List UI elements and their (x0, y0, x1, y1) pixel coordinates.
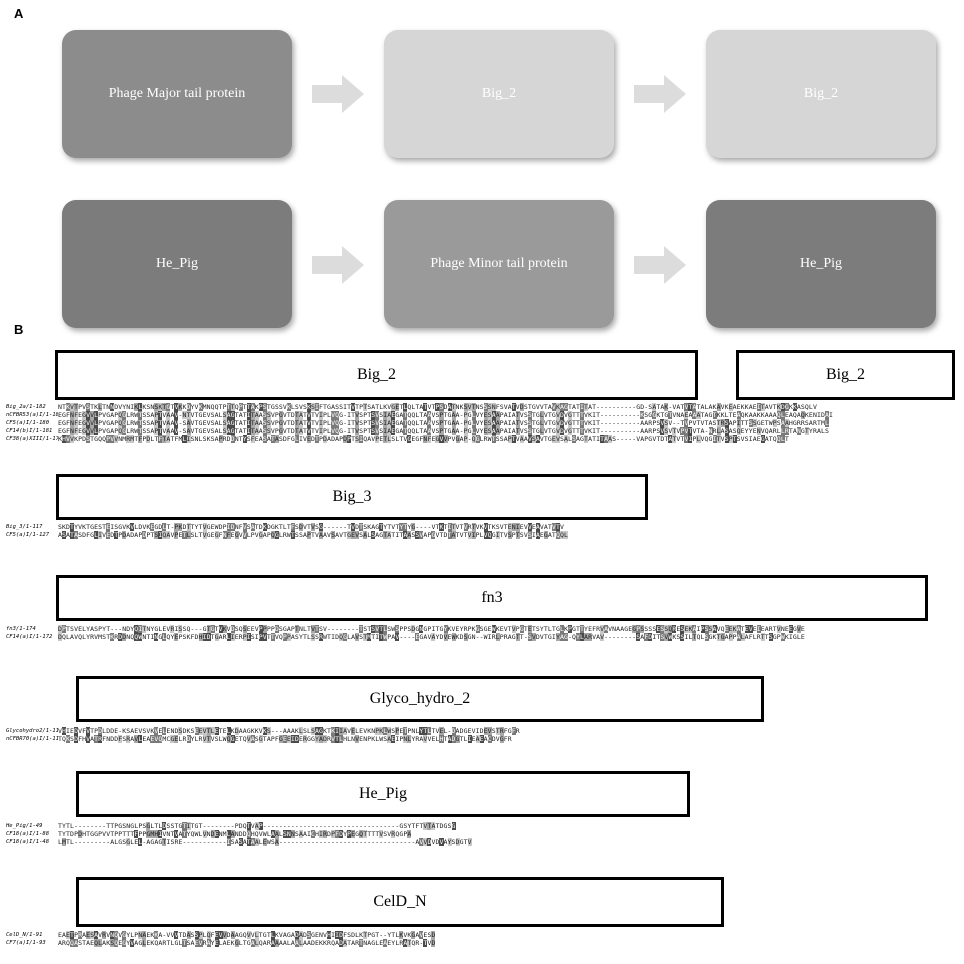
phage-major-tail-box: Phage Major tail protein (62, 30, 292, 158)
sequence-residues: NTKVTPVSTKLTNNDVYNIKLKSNSKTGTVKKDYVKMNQQ… (58, 403, 817, 411)
alignment-he-pig: He_Pig/1-49 TYTL--------TTPGSNGLPSGLTLDSS… (6, 822, 472, 846)
big2-box-2: Big_2 (706, 30, 936, 158)
sequence-name: nCFBR70(a)I/1-114 (6, 736, 58, 742)
arrow-right-icon (312, 75, 364, 113)
sequence-residues: ARQQASTAEQLAKSQEGYVAGLEKQARTLGLTSAEVRAYE… (58, 939, 436, 947)
arrow-right-icon (634, 75, 686, 113)
sequence-residues: EAETPRAESAVRVNQVGYLPNAEKKA-VVVTDASSPLQFE… (58, 931, 436, 939)
alignment-big2: Big_2a/1-182 NTKVTPVSTKLTNNDVYNIKLKSNSKTG… (6, 403, 833, 443)
alignment-row: CF18(a)I/1-88 TYTDPDHTGGPVVTPPTTTFPPGMHIV… (6, 830, 472, 838)
sequence-name: Big_2a/1-182 (6, 404, 46, 410)
domain-fn3: fn3 (56, 575, 928, 621)
sequence-name: CF14(a)I/1-172 (6, 634, 53, 640)
sequence-residues: EGFNFEGVVLPVGAPQGLRWTSSAPTVAAV-SAVTGEVSA… (58, 419, 829, 427)
sequence-residues: KHVVKPDSTGQQPVVNMRMTFPDLTFTATFMLISNLSKSA… (58, 435, 789, 443)
alignment-row: CF18(a)I/1-48 LMTL---------ALGSGLEL-AGAGT… (6, 838, 472, 846)
alignment-celdn: CelD_N/1-91 EAETPRAESAVRVNQVGYLPNAEKKA-VV… (6, 931, 436, 947)
alignment-row: He_Pig/1-49 TYTL--------TTPGSNGLPSGLTLDSS… (6, 822, 472, 830)
panel-a-label: A (14, 6, 24, 21)
domain-big3: Big_3 (56, 474, 648, 520)
sequence-residues: TYTL--------TTPGSNGLPSGLTLDSSTGTITGT----… (58, 822, 456, 830)
panel-b-label: B (14, 322, 24, 337)
sequence-residues: LMTL---------ALGSGLEL-AGAGTISRE---------… (58, 838, 472, 846)
alignment-row: CF14(a)I/1-172 DQLAVQLYRVMSTKRDDNQQWNTING… (6, 633, 805, 641)
sequence-residues: DPTSVELYASPYT---NDYQITNYGLEVRISSQ---GTGT… (58, 625, 805, 633)
sequence-residues: EGFNFEGVVLPVGAPQGLRWTSSAPTVAAV-SAVTGEVSA… (58, 427, 829, 435)
sequence-name: CF18(a)I/1-88 (6, 831, 50, 837)
sequence-name: CF38(a)XIII/1-176 (6, 436, 58, 442)
alignment-row: Big_2a/1-182 NTKVTPVSTKLTNNDVYNIKLKSNSKTG… (6, 403, 833, 411)
domain-he-pig: He_Pig (76, 771, 690, 817)
sequence-residues: DQLAVQLYRVMSTKRDDNQQWNTINGLQYEPSKFDHIDTG… (58, 633, 805, 641)
he-pig-box-1: He_Pig (62, 200, 292, 328)
alignment-row: Big_3/1-117 SKDTYVKTGESTEISGVKVLDVKEGDLT-… (6, 523, 568, 531)
big2-box-1: Big_2 (384, 30, 614, 158)
sequence-residues: TQKSDFHVATRFNDDFSRAVLEAEVQMCGELRDYLRVTVS… (58, 735, 512, 743)
domain-big2-a: Big_2 (55, 350, 698, 400)
sequence-name: CF5(a)I/1-127 (6, 532, 50, 538)
sequence-name: CF7(a)I/1-93 (6, 940, 46, 946)
sequence-name: CelD_N/1-91 (6, 932, 43, 938)
sequence-residues: VHIEDVFVTPDLDDE-KSAEVSVKVELENDSDKSEEVTLE… (58, 727, 520, 735)
domain-big2-b: Big_2 (736, 350, 955, 400)
sequence-name: Glycohydro2/1-110 (6, 728, 58, 734)
sequence-residues: TYTDPDHTGGPVVTPPTTTFPPGMHIVNTVATYQWLVNDE… (58, 830, 412, 838)
domain-glyco-hydro-2: Glyco_hydro_2 (76, 676, 764, 722)
sequence-name: nCFBR53(a)I/1-181 (6, 412, 58, 418)
alignment-fn3: fn3/1-174 DPTSVELYASPYT---NDYQITNYGLEVRIS… (6, 625, 805, 641)
sequence-name: fn3/1-174 (6, 626, 36, 632)
alignment-row: CelD_N/1-91 EAETPRAESAVRVNQVGYLPNAEKKA-VV… (6, 931, 436, 939)
alignment-big3: Big_3/1-117 SKDTYVKTGESTEISGVKVLDVKEGDLT-… (6, 523, 568, 539)
alignment-row: fn3/1-174 DPTSVELYASPYT---NDYQITNYGLEVRIS… (6, 625, 805, 633)
domain-celdn: CelD_N (76, 877, 724, 927)
sequence-name: Big_3/1-117 (6, 524, 43, 530)
alignment-row: CF7(a)I/1-93 ARQQASTAEQLAKSQEGYVAGLEKQART… (6, 939, 436, 947)
sequence-residues: SKDTYVKTGESTEISGVKVLDVKEGDLT-PKDTTYTVGEW… (58, 523, 564, 531)
alignment-row: CF5(a)I/1-180 EGFNFEGVVLPVGAPQGLRWTSSAPTV… (6, 419, 833, 427)
phage-minor-tail-box: Phage Minor tail protein (384, 200, 614, 328)
sequence-name: CF5(a)I/1-180 (6, 420, 50, 426)
alignment-row: CF5(a)I/1-127 ASATASDFGLIVEDTPDADAPDPTSIQ… (6, 531, 568, 539)
arrow-right-icon (634, 246, 686, 284)
sequence-residues: ASATASDFGLIVEDTPDADAPDPTSIQAVPETLSLTVGEG… (58, 531, 568, 539)
sequence-name: CF14(b)I/1-181 (6, 428, 53, 434)
alignment-row: CF14(b)I/1-181 EGFNFEGVVLPVGAPQGLRWTSSAPT… (6, 427, 833, 435)
sequence-name: CF18(a)I/1-48 (6, 839, 50, 845)
he-pig-box-2: He_Pig (706, 200, 936, 328)
arrow-right-icon (312, 246, 364, 284)
sequence-name: He_Pig/1-49 (6, 823, 43, 829)
sequence-residues: EGFNFEGVVLPVGAPQGLRWTSSAPTVAAV-NTVTGEVSA… (58, 411, 834, 419)
